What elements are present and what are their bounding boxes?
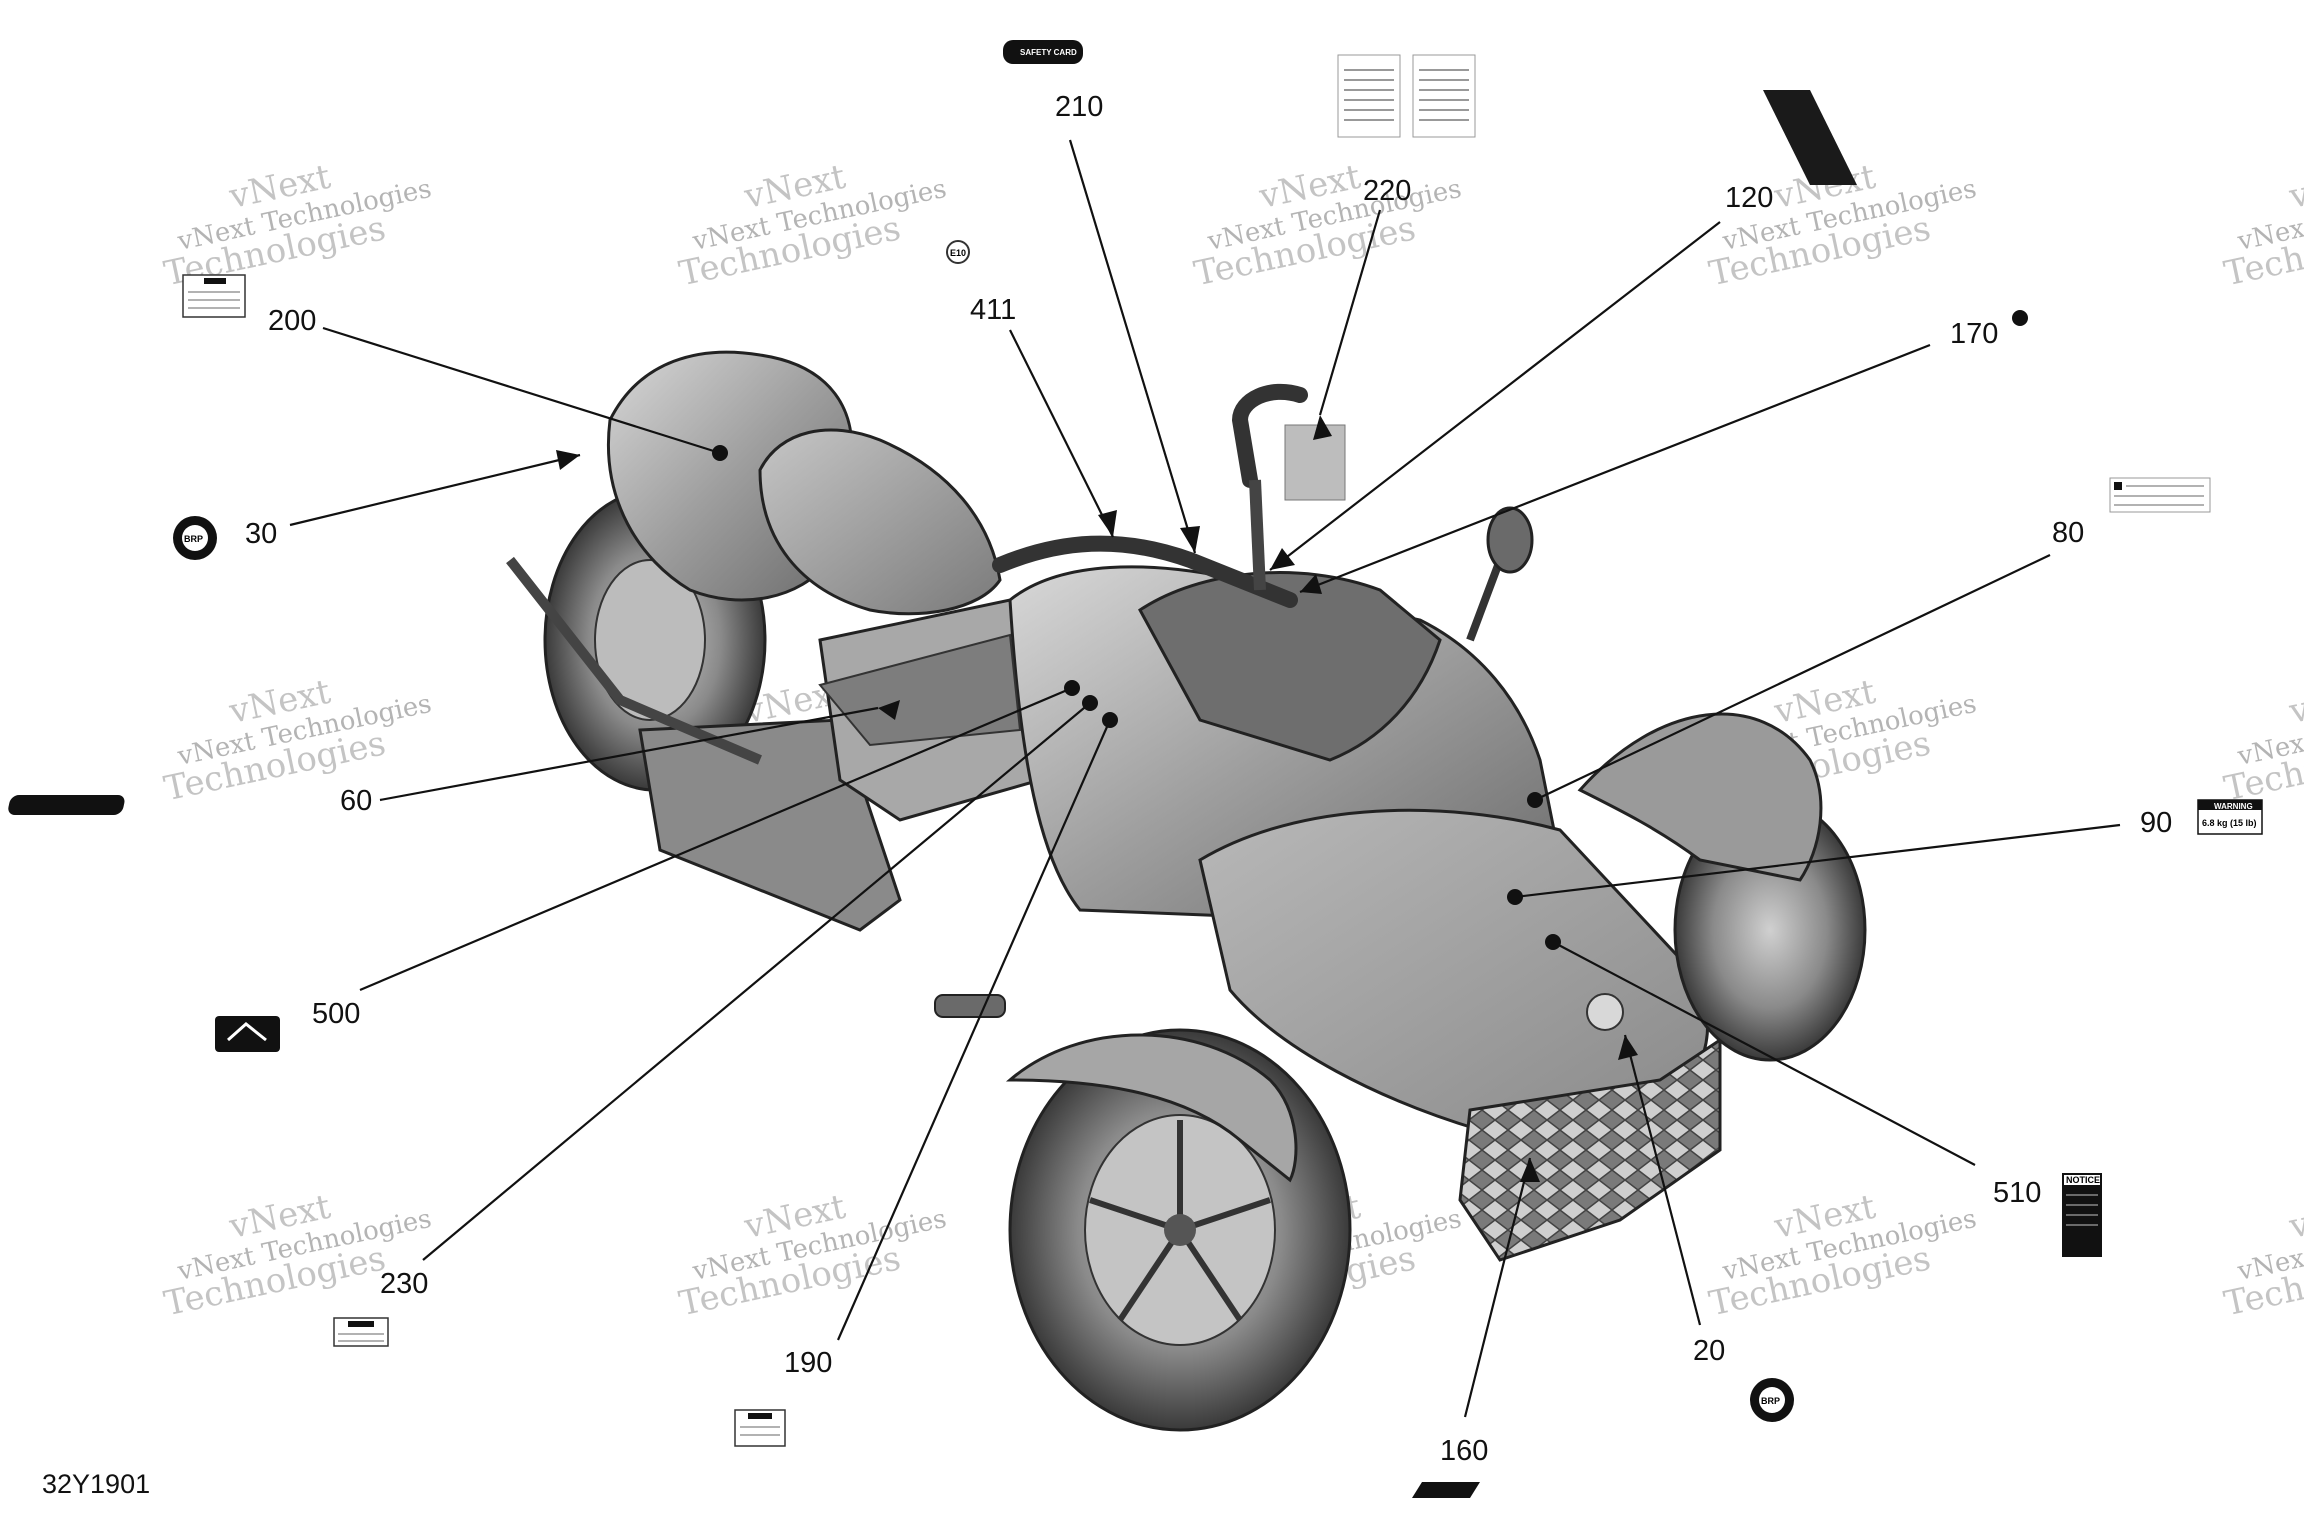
- warning-label-190: [734, 1409, 786, 1447]
- callout-210: 210: [1055, 91, 1103, 123]
- svg-text:BRP: BRP: [1761, 1396, 1780, 1406]
- stripe-decal-160: [1412, 1482, 1480, 1498]
- small-logo: [2012, 310, 2028, 326]
- watermark-text: vNext: [2285, 157, 2304, 218]
- safety-card-decal: SAFETY CARD: [1003, 40, 1083, 64]
- callout-160: 160: [1440, 1435, 1488, 1467]
- svg-text:WARNING: WARNING: [2214, 802, 2253, 811]
- svg-text:BRP: BRP: [184, 534, 203, 544]
- callout-230: 230: [380, 1268, 428, 1300]
- svg-text:6.8 kg (15 lb): 6.8 kg (15 lb): [2202, 818, 2257, 828]
- figure-code: 32Y1901: [42, 1469, 150, 1499]
- callout-411: 411: [970, 294, 1016, 326]
- fuel-cap: [1586, 993, 1624, 1031]
- callout-200: 200: [268, 305, 316, 337]
- callout-numbers: 210 220 120 411 170 200 30 80 60 90 500 …: [245, 91, 2172, 1467]
- dxp-badge-500: [215, 1016, 280, 1052]
- label-170: [2109, 477, 2211, 513]
- callout-190: 190: [784, 1347, 832, 1379]
- callout-20: 20: [1693, 1335, 1725, 1367]
- brp-logo-30: BRP: [173, 516, 217, 560]
- e10-badge: E10: [946, 240, 970, 264]
- handlebar-left: [992, 535, 1298, 608]
- svg-text:E10: E10: [950, 248, 966, 258]
- callout-170: 170: [1950, 318, 1998, 350]
- leader-lines: [289, 139, 2121, 1418]
- callout-60: 60: [340, 785, 372, 817]
- mirror: [1486, 506, 1534, 574]
- warning-weight-label-90: WARNING 6.8 kg (15 lb): [2197, 799, 2263, 835]
- warning-label-230: [333, 1317, 389, 1347]
- callout-120: 120: [1725, 182, 1773, 214]
- watermark-text: vNext: [2285, 672, 2304, 733]
- notice-label-510: NOTICE: [2062, 1173, 2102, 1257]
- brp-logo-20: BRP: [1750, 1378, 1794, 1422]
- watermark-text: vNext: [2285, 1187, 2304, 1248]
- leader-markers: [556, 415, 1638, 1182]
- seat: [758, 428, 1002, 616]
- svg-text:NOTICE: NOTICE: [2066, 1175, 2100, 1185]
- front-left-fender: [1005, 1033, 1298, 1183]
- document-labels: [1337, 54, 1476, 138]
- callout-220: 220: [1363, 175, 1411, 207]
- spyder-vehicle-illustration: [506, 350, 1867, 1432]
- decal-thumbnails: SAFETY CARD E10: [8, 40, 2263, 1498]
- spyder-logo-60: [8, 795, 261, 815]
- black-slanted-label: [1763, 90, 1857, 185]
- callout-30: 30: [245, 518, 277, 550]
- svg-text:SAFETY CARD: SAFETY CARD: [1020, 48, 1077, 57]
- front-right-fender: [1577, 712, 1823, 882]
- warning-label-200: [182, 274, 246, 318]
- front-grille: [1458, 1037, 1722, 1262]
- callout-90: 90: [2140, 807, 2172, 839]
- callout-510: 510: [1993, 1177, 2041, 1209]
- decal-area-60: [818, 633, 1022, 747]
- callout-500: 500: [312, 998, 360, 1030]
- decal-area-220: [1284, 424, 1346, 501]
- handlebar-right: [1231, 383, 1308, 488]
- callout-80: 80: [2052, 517, 2084, 549]
- dashboard: [1138, 571, 1442, 762]
